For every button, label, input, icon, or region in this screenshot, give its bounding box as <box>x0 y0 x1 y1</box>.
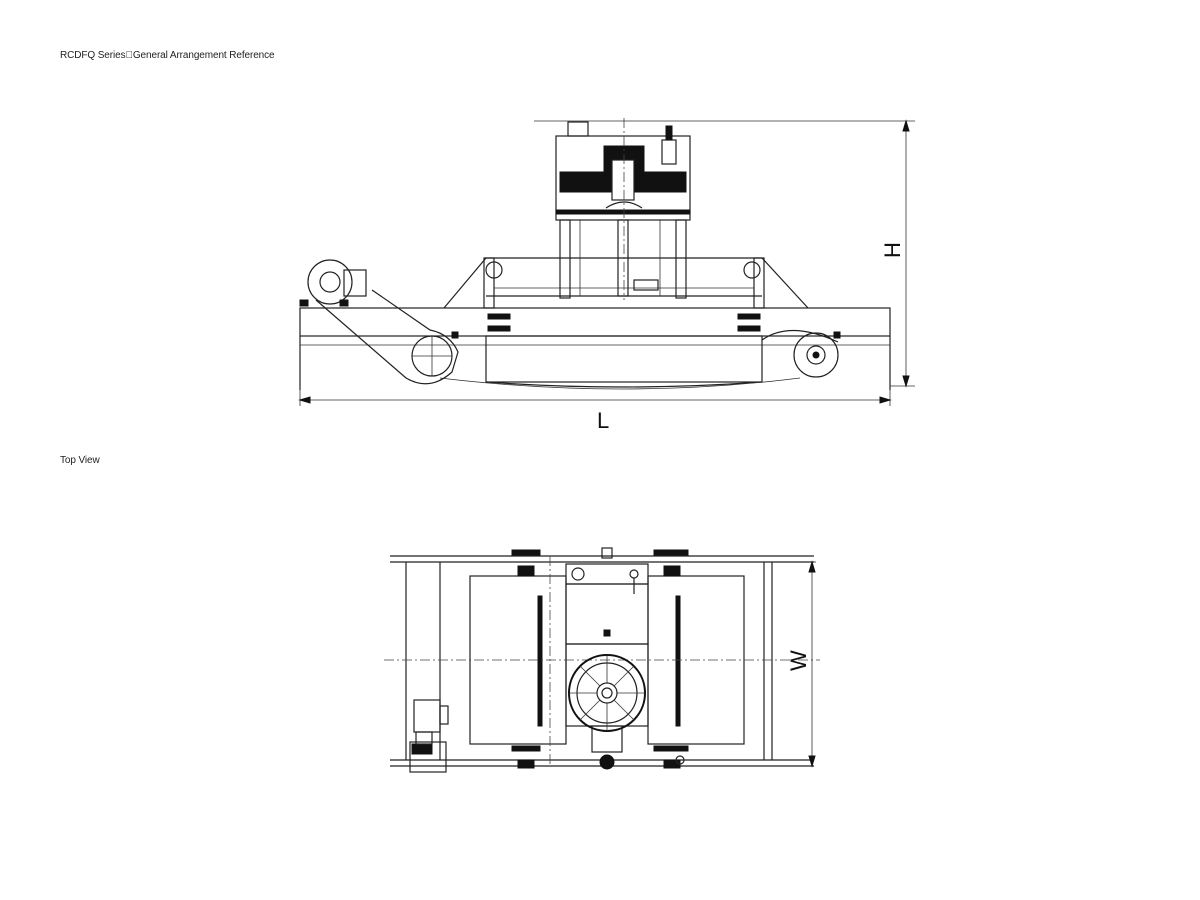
length-dimension-label: L <box>597 408 609 433</box>
drawing-title: RCDFQ Series General Arrangement Referen… <box>60 50 275 61</box>
height-dimension-label: H <box>880 242 905 258</box>
side-view-drawing <box>298 118 915 406</box>
width-dimension-label: W <box>786 650 811 671</box>
top-view-drawing <box>384 547 820 773</box>
top-view-label: Top View <box>60 455 100 466</box>
